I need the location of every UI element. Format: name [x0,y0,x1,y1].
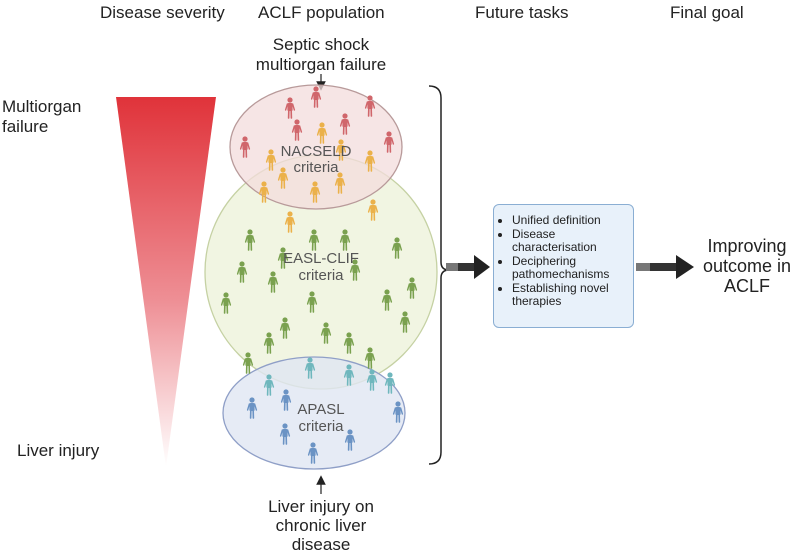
person-icon [392,401,404,423]
task-item: Establishing novel therapies [512,281,627,309]
arrow-to-tasks [446,255,490,279]
person-icon [406,277,418,299]
apasl-label-line2: criteria [298,418,344,435]
person-icon [279,317,291,339]
person-icon [339,229,351,251]
person-icon [291,119,303,141]
person-icon [310,86,322,108]
person-icon [277,247,289,269]
person-icon [258,181,270,203]
person-icon [339,113,351,135]
person-icon [284,97,296,119]
arrow-to-goal [636,255,694,279]
person-icon [364,95,376,117]
header-future-tasks: Future tasks [475,3,569,22]
person-icon [263,332,275,354]
easl-label-line2: criteria [298,267,344,284]
person-icon [308,229,320,251]
severity-gradient-triangle [116,97,216,467]
header-aclf-population: ACLF population [258,3,385,22]
person-icon [239,136,251,158]
population-figures [220,86,418,464]
top-label-line2: multiorgan failure [256,55,386,74]
goal-line2: outcome in [703,256,791,276]
person-icon [343,332,355,354]
person-icon [284,211,296,233]
bottom-label-line2: chronic liver [276,516,367,535]
person-icon [384,372,396,394]
person-icon [367,199,379,221]
person-icon [265,149,277,171]
task-item: Unified definition [512,213,627,228]
future-tasks-list: Unified definition Disease characterisat… [500,213,627,309]
person-icon [334,172,346,194]
person-icon [381,289,393,311]
severity-high-line1: Multiorgan [2,97,81,116]
header-final-goal: Final goal [670,3,744,22]
task-item: Deciphering pathomechanisms [512,254,627,282]
apasl-label-line1: APASL [297,401,344,418]
person-icon [343,364,355,386]
easl-label-line1: EASL-CLIF [283,250,359,267]
goal-line3: ACLF [724,276,770,296]
future-tasks-box: Unified definition Disease characterisat… [493,204,634,328]
person-icon [246,397,258,419]
person-icon [279,423,291,445]
nacseld-label-line1: NACSELD [281,143,352,160]
nacseld-ellipse [229,84,403,210]
person-icon [344,429,356,451]
person-icon [309,181,321,203]
goal-line1: Improving [707,236,786,256]
person-icon [263,374,275,396]
person-icon [383,131,395,153]
person-icon [277,167,289,189]
person-icon [366,369,378,391]
person-icon [335,139,347,161]
person-icon [316,122,328,144]
nacseld-label-line2: criteria [293,159,339,176]
person-icon [280,389,292,411]
person-icon [364,150,376,172]
person-icon [349,259,361,281]
person-icon [267,271,279,293]
severity-high-line2: failure [2,117,48,136]
person-icon [391,237,403,259]
top-label-line1: Septic shock [273,35,370,54]
person-icon [244,229,256,251]
person-icon [220,292,232,314]
person-icon [236,261,248,283]
person-icon [399,311,411,333]
person-icon [306,291,318,313]
person-icon [364,347,376,369]
person-icon [304,357,316,379]
bottom-label-line1: Liver injury on [268,497,374,516]
person-icon [242,352,254,374]
task-item: Disease characterisation [512,227,627,255]
header-disease-severity: Disease severity [100,3,225,22]
person-icon [307,442,319,464]
severity-low-label: Liver injury [17,441,100,460]
person-icon [320,322,332,344]
bottom-label-line3: disease [292,535,351,554]
